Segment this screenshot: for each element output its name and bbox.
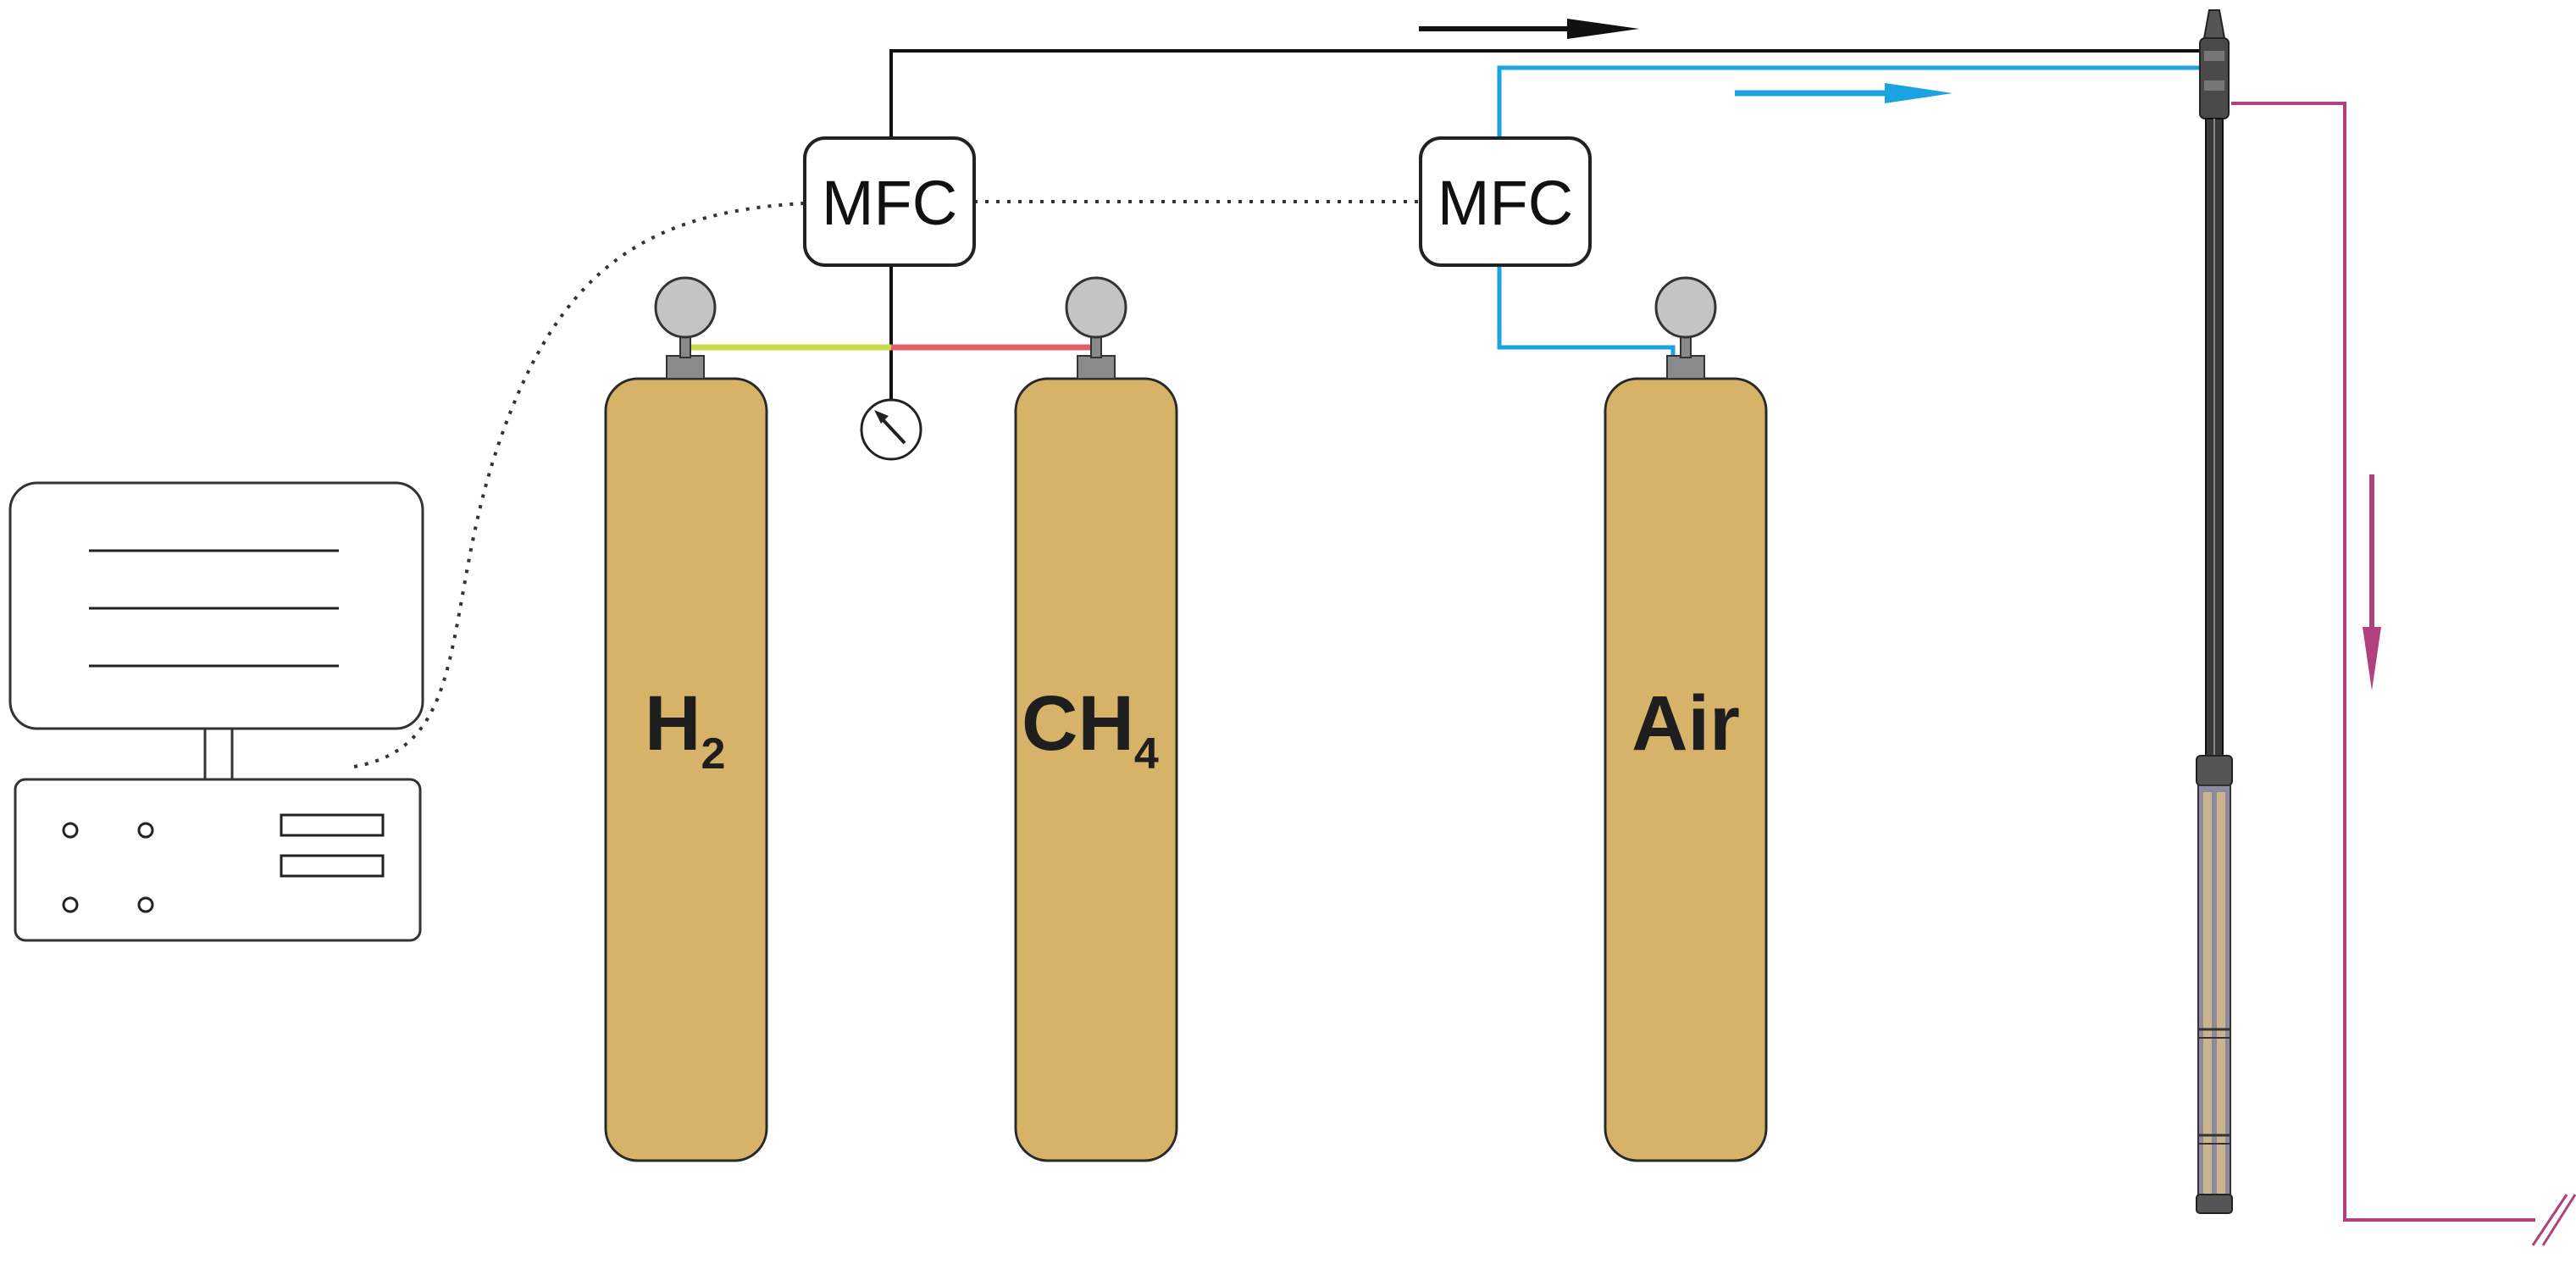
- cylinder-label: Air: [1631, 680, 1740, 767]
- regulator-gauge-icon: [1654, 276, 1717, 339]
- cylinder-valve: [1077, 355, 1116, 380]
- regulator-stem: [1090, 335, 1102, 358]
- cylinder-label: CH4: [1022, 680, 1159, 779]
- air-line: [1497, 65, 2202, 138]
- air-flow-arrowhead: [1885, 83, 1953, 103]
- mfc-label: MFC: [822, 168, 957, 238]
- fuel-line: [889, 49, 2202, 138]
- monitor-stand: [203, 727, 234, 781]
- cylinder-air: Air: [1604, 276, 1768, 1162]
- exhaust-flow-arrowhead: [2363, 627, 2381, 690]
- exhaust-line: [2231, 102, 2535, 1222]
- mfc-box: [1419, 136, 1592, 267]
- knob: [137, 896, 154, 913]
- cylinder-h2: H2: [604, 276, 768, 1162]
- display-slot: [280, 854, 385, 878]
- pressure-gauge-icon: [860, 398, 922, 461]
- knob: [137, 822, 154, 839]
- mfc-air: MFC: [1419, 136, 1592, 267]
- fuel-flow-arrowhead: [1567, 19, 1639, 39]
- computer: [8, 481, 424, 942]
- mfc-label: MFC: [1438, 168, 1573, 238]
- mfc-box: [803, 136, 976, 267]
- cylinder-label: H2: [645, 680, 725, 779]
- computer-monitor-icon: [8, 481, 424, 730]
- cylinder-ch4: CH4: [1014, 276, 1178, 1162]
- knob: [62, 822, 79, 839]
- cylinder-valve: [666, 355, 705, 380]
- regulator-stem: [679, 335, 691, 358]
- regulator-gauge-icon: [654, 276, 717, 339]
- mfc-fuel: MFC: [803, 136, 976, 267]
- signal-line: [353, 202, 806, 768]
- ground-symbol-icon: [2531, 1194, 2576, 1246]
- air-line-supply: [1497, 265, 1676, 360]
- knob: [62, 896, 79, 913]
- cylinder-body: [1604, 377, 1768, 1162]
- regulator-stem: [1680, 335, 1692, 358]
- display-slot: [280, 813, 385, 837]
- regulator-gauge-icon: [1065, 276, 1127, 339]
- cylinder-valve: [1666, 355, 1705, 380]
- burner-probe-icon: [2196, 9, 2233, 1214]
- cylinder-body: [604, 377, 768, 1162]
